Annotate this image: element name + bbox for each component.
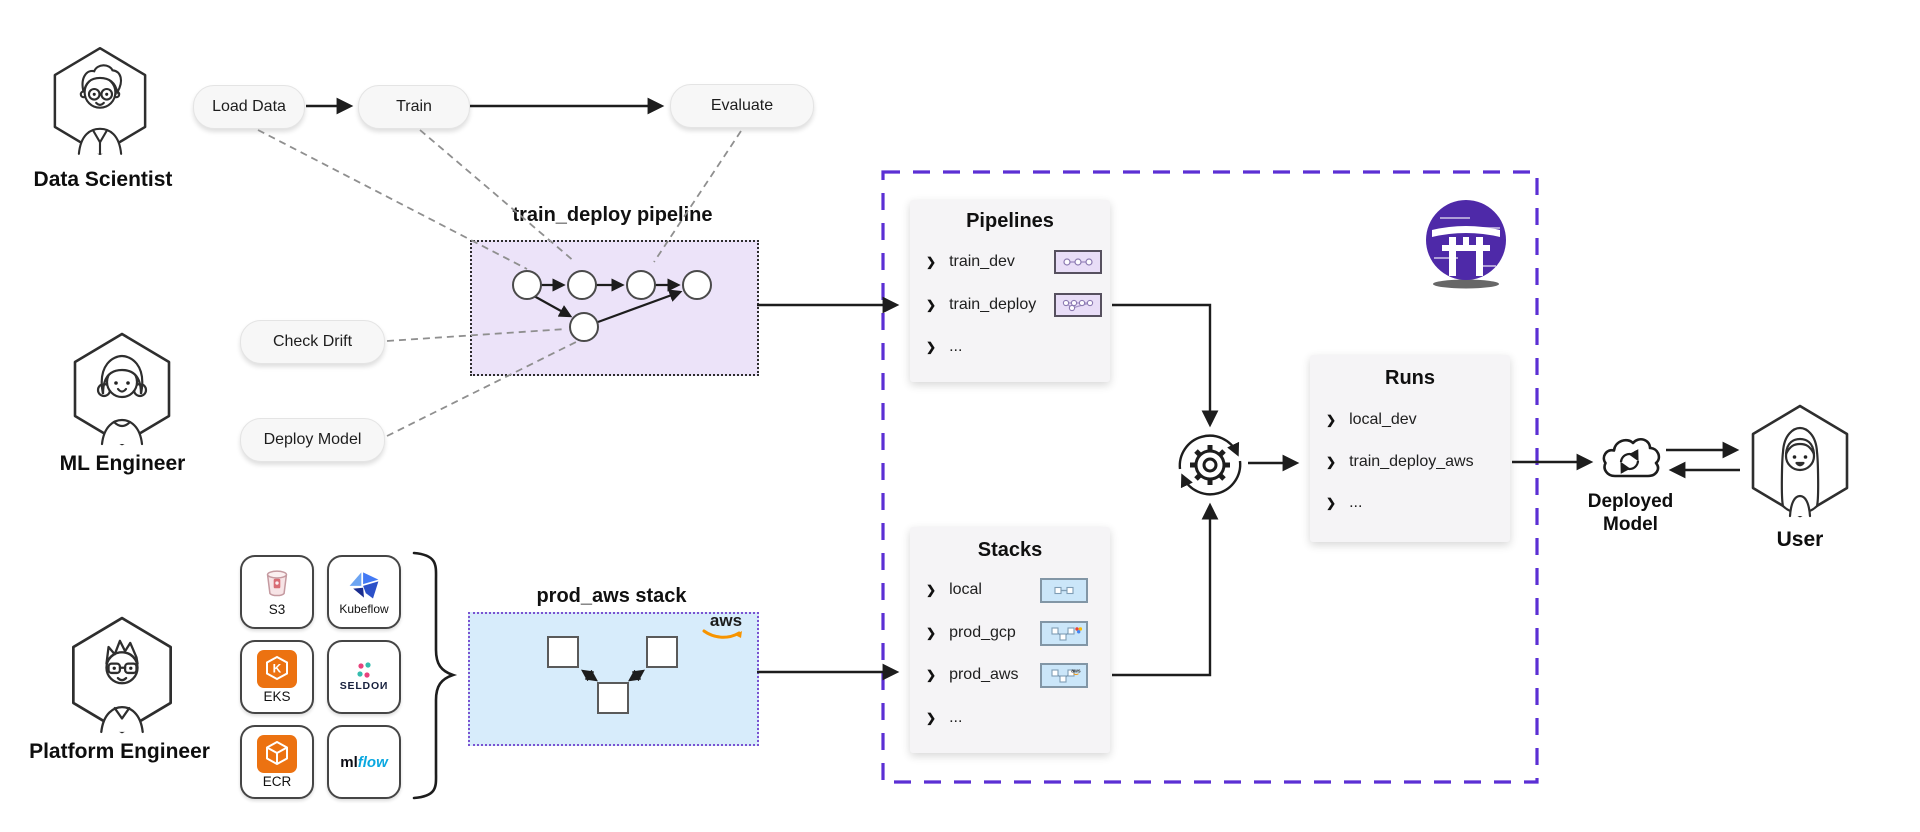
pipeline-row-label: train_deploy [949, 296, 1037, 313]
train-deploy-pipeline-box [470, 240, 759, 376]
stack-thumbnail-prod-gcp [1040, 620, 1088, 646]
chevron-icon [1326, 497, 1336, 509]
run-row-train-deploy-aws: train_deploy_aws [1326, 449, 1502, 475]
step-check-drift-label: Check Drift [272, 333, 353, 350]
deployed-model-cloud-icon [1602, 437, 1661, 478]
chevron-icon [926, 627, 936, 639]
pipeline-row-train-deploy: train_deploy [926, 292, 1102, 318]
eks-icon: K [257, 650, 297, 689]
runs-panel-title: Runs [1385, 367, 1435, 389]
zenml-logo [1426, 200, 1506, 289]
run-row-local-dev: local_dev [1326, 407, 1502, 433]
step-evaluate: Evaluate [670, 84, 814, 128]
run-row-label: ... [1349, 494, 1363, 511]
platform-engineer-label: Platform Engineer [29, 740, 210, 763]
deployed-model-label-line1: Deployed [1587, 491, 1674, 512]
mlflow-logo: mlflow [340, 754, 388, 771]
svg-text:aws: aws [1071, 668, 1081, 674]
kubeflow-icon [349, 572, 379, 599]
stack-row-prod-gcp: prod_gcp [926, 620, 1102, 646]
stacks-panel-title: Stacks [977, 539, 1043, 561]
stack-row-label: prod_aws [949, 666, 1019, 683]
pipeline-thumbnail-linear [1054, 250, 1102, 274]
stack-row-prod-aws: prod_aws aws [926, 662, 1102, 688]
aws-logo: aws [701, 612, 751, 648]
platform-engineer-avatar [72, 616, 172, 734]
pipelines-panel-title: Pipelines [966, 210, 1054, 232]
stack-row-more: ... [926, 705, 1102, 731]
orchestrator-gear-icon [1178, 434, 1242, 496]
mlflow-ml-text: ml [340, 753, 358, 771]
ecr-label: ECR [262, 774, 292, 790]
kubeflow-label: Kubeflow [339, 601, 389, 616]
pipeline-row-more: ... [926, 334, 1102, 360]
stack-thumbnail-local [1040, 577, 1088, 603]
ml-engineer-avatar [73, 332, 171, 446]
chevron-icon [926, 341, 936, 353]
user-avatar [1751, 404, 1849, 518]
tool-tile-eks: K EKS [240, 640, 314, 714]
ecr-icon [257, 735, 297, 774]
stack-row-label: prod_gcp [949, 624, 1016, 641]
pipeline-row-label: train_dev [949, 253, 1015, 270]
run-row-more: ... [1326, 490, 1502, 516]
pipelines-panel: Pipelines train_dev train_deploy [910, 200, 1110, 382]
stack-thumbnail-prod-aws: aws [1040, 662, 1088, 688]
data-scientist-avatar [53, 46, 147, 156]
step-train-label: Train [396, 98, 432, 115]
chevron-icon [926, 256, 936, 268]
gcp-logo-badge [1075, 626, 1083, 633]
run-row-label: train_deploy_aws [1349, 453, 1474, 470]
stacks-panel: Stacks local prod_gcp [910, 527, 1110, 753]
chevron-icon [926, 584, 936, 596]
aws-mini-badge: aws [1071, 668, 1081, 675]
run-row-label: local_dev [1349, 411, 1417, 428]
seldon-logo-text: SELDOИ [339, 680, 389, 692]
pipeline-row-label: ... [949, 338, 963, 355]
chevron-icon [926, 299, 936, 311]
tool-tile-s3: S3 [240, 555, 314, 629]
step-evaluate-label: Evaluate [710, 97, 774, 114]
eks-label: EKS [263, 689, 291, 705]
tool-tile-seldon: SELDOИ [327, 640, 401, 714]
step-deploy-model: Deploy Model [240, 418, 385, 462]
s3-icon [266, 570, 288, 597]
seldon-icon [357, 662, 371, 678]
stack-box-title: prod_aws stack [536, 585, 687, 607]
step-train: Train [358, 85, 470, 129]
svg-text:K: K [273, 662, 282, 676]
stack-row-local: local [926, 577, 1102, 603]
step-deploy-model-label: Deploy Model [263, 431, 362, 448]
user-label: User [1776, 528, 1824, 551]
tool-tile-ecr: ECR [240, 725, 314, 799]
stack-row-label: local [949, 581, 982, 598]
runs-panel: Runs local_dev train_deploy_aws ... [1310, 355, 1510, 542]
chevron-icon [926, 712, 936, 724]
chevron-icon [926, 669, 936, 681]
aws-swoosh-icon [702, 629, 742, 639]
mlflow-flow-text: flow [357, 753, 388, 771]
ml-engineer-label: ML Engineer [59, 452, 186, 475]
pipeline-thumbnail-dag [1054, 293, 1102, 317]
pipeline-row-train-dev: train_dev [926, 249, 1102, 275]
deployed-model-label-line2: Model [1603, 514, 1658, 535]
step-check-drift: Check Drift [240, 320, 385, 364]
deployed-model-label: Deployed Model [1578, 490, 1683, 536]
chevron-icon [1326, 456, 1336, 468]
tool-tile-kubeflow: Kubeflow [327, 555, 401, 629]
s3-label: S3 [268, 602, 286, 618]
tools-brace [412, 551, 458, 800]
data-scientist-label: Data Scientist [33, 168, 173, 191]
stack-row-label: ... [949, 709, 963, 726]
step-load-data: Load Data [193, 85, 305, 129]
pipeline-box-title: train_deploy pipeline [512, 204, 713, 226]
step-load-data-label: Load Data [212, 98, 286, 115]
aws-logo-text: aws [709, 611, 743, 630]
chevron-icon [1326, 414, 1336, 426]
tool-tile-mlflow: mlflow [327, 725, 401, 799]
